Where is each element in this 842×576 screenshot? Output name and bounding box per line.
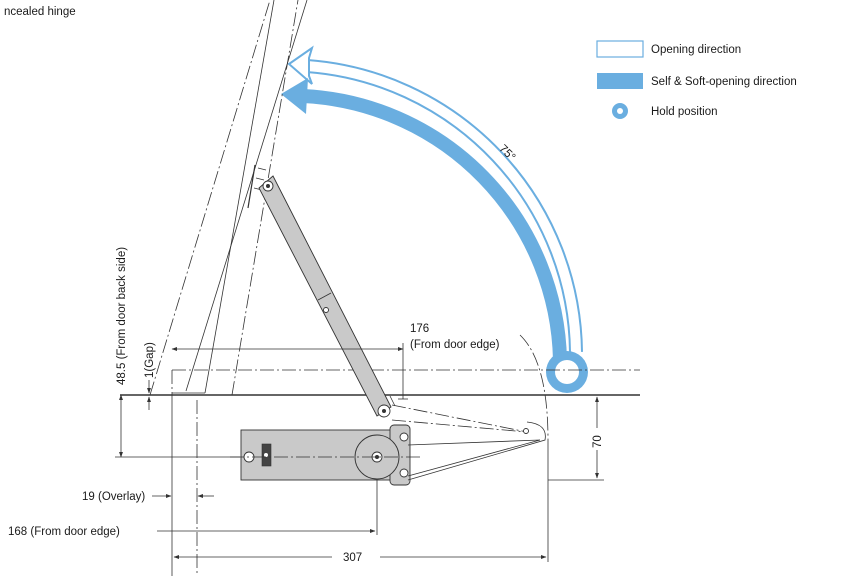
opening-arrowhead xyxy=(287,45,314,85)
legend-self-soft-label: Self & Soft-opening direction xyxy=(651,76,797,88)
open-door-centerline-1 xyxy=(149,0,271,396)
dimension-168-label: 168 (From door edge) xyxy=(8,526,120,538)
title-text: ncealed hinge xyxy=(4,6,76,18)
dimension-70-label-bg xyxy=(589,428,605,450)
door-bracket-tick-1 xyxy=(257,167,267,171)
hold-position-swatch-center xyxy=(617,108,623,114)
legend-hold-label: Hold position xyxy=(651,106,717,118)
self-soft-direction-swatch xyxy=(597,73,643,89)
legend: Opening direction Self & Soft-opening di… xyxy=(596,40,797,119)
dimension-307-label: 307 xyxy=(343,552,362,564)
hinge-arm-rivet xyxy=(323,307,329,313)
arm-closed-position xyxy=(389,395,546,481)
arm-closed-link xyxy=(389,395,396,407)
hinge-base-adjuster-hole xyxy=(264,453,268,457)
arm-closed-line-4 xyxy=(407,439,541,477)
hinge-base xyxy=(230,424,420,486)
hinge-arm-joint-line xyxy=(317,292,332,301)
arm-closed-rivet xyxy=(523,428,529,434)
overlay-label: 19 (Overlay) xyxy=(82,491,145,503)
hold-position-marker-center xyxy=(555,360,579,384)
hinge-base-screw-top xyxy=(399,432,409,442)
hinge-base-screw-bottom xyxy=(399,468,409,478)
door-bracket-plate xyxy=(247,164,256,209)
arm-closed-line-2 xyxy=(391,419,528,433)
opening-arc-inner xyxy=(306,61,581,353)
opening-direction-swatch xyxy=(596,40,644,58)
dimension-176-label: 176 xyxy=(410,323,429,335)
open-door-back-edge xyxy=(204,0,275,394)
open-door-front-edge xyxy=(185,0,308,392)
self-soft-arrowhead xyxy=(281,78,308,114)
legend-opening-label: Opening direction xyxy=(651,44,741,56)
self-soft-arc xyxy=(302,89,567,361)
arm-closed-tip xyxy=(407,421,546,481)
hinge-base-cam-pin-center xyxy=(375,455,379,459)
swing-sweep-arc xyxy=(519,334,549,441)
hinge-arm-bottom-pivot-center xyxy=(382,409,386,413)
dimension-176-note: (From door edge) xyxy=(410,339,500,351)
dimension-70-label: 70 xyxy=(592,435,604,448)
hinge-arm-top-pivot-center xyxy=(266,184,270,188)
arm-closed-line-3 xyxy=(407,439,541,446)
arm-closed-line-1 xyxy=(391,404,528,433)
door-bracket-tick-2 xyxy=(255,177,265,181)
dimension-48-label: 48.5 (From door back side) xyxy=(116,247,128,385)
gap-label: 1(Gap) xyxy=(144,342,156,378)
